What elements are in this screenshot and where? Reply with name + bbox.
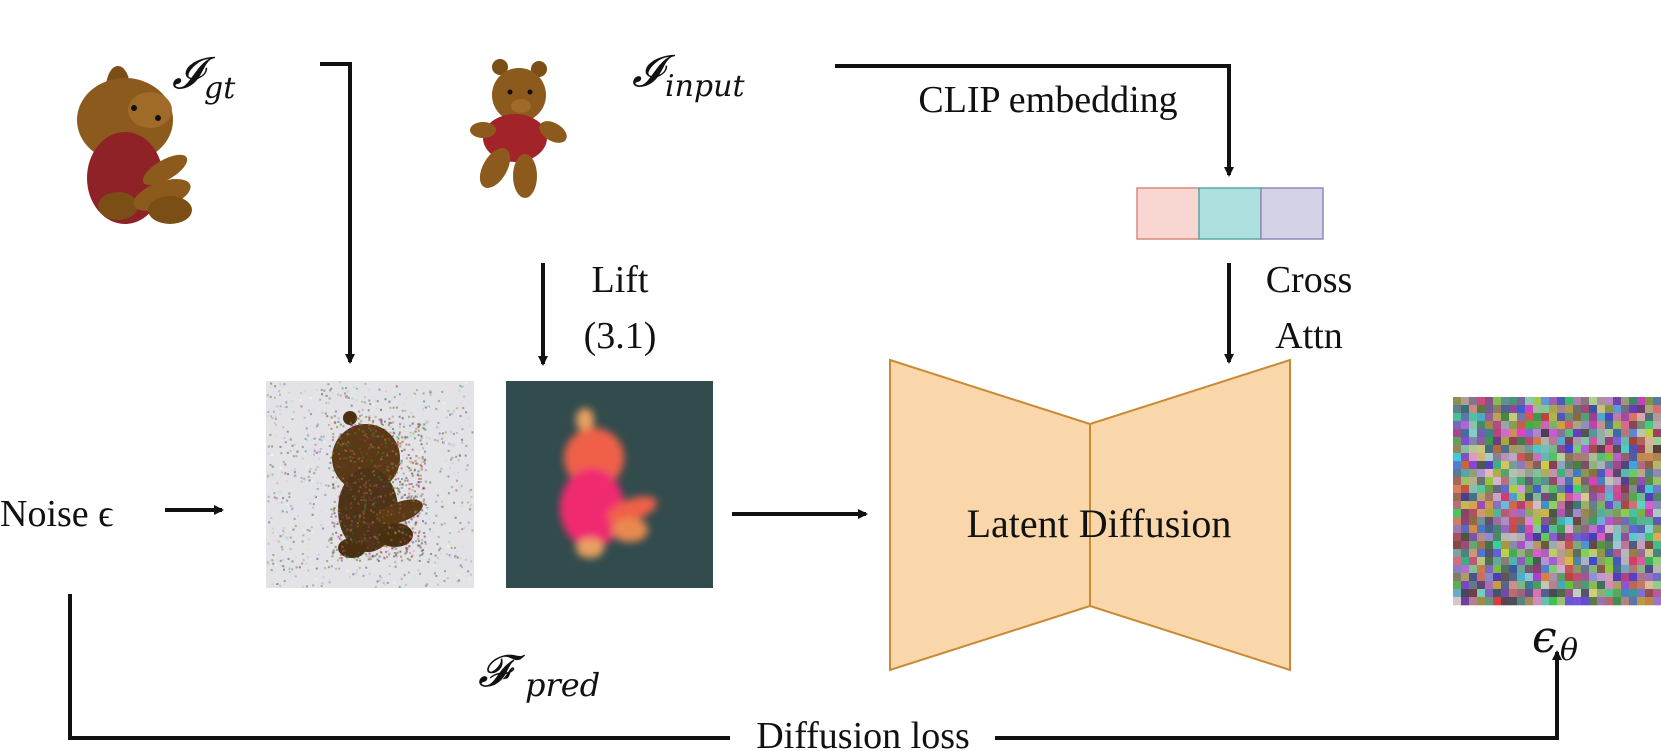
embedding-token-3	[1260, 187, 1324, 240]
clip-embedding-label: CLIP embedding	[918, 79, 1177, 121]
latent-diffusion-unet	[889, 358, 1291, 672]
diffusion-loss-path-right	[995, 650, 1562, 740]
diffusion-loss-label: Diffusion loss	[756, 715, 970, 751]
noise-label: Noise ϵ	[0, 493, 114, 535]
lift-section-label: (3.1)	[584, 315, 657, 357]
lift-label: Lift	[592, 259, 649, 301]
clip-embedding-tokens	[1136, 187, 1324, 240]
noisy-image	[266, 381, 474, 588]
feature-image	[506, 381, 713, 588]
latent-diffusion-label: Latent Diffusion	[967, 501, 1232, 546]
epsilon-theta-subscript: θ	[1560, 633, 1578, 668]
gt-to-noisy-arrow	[320, 62, 355, 364]
i-input-subscript: input	[665, 69, 745, 104]
embedding-token-2	[1198, 187, 1262, 240]
i-gt-subscript: gt	[204, 71, 236, 106]
epsilon-theta-symbol: ϵ	[1532, 612, 1557, 663]
f-pred-subscript: pred	[525, 666, 600, 704]
noise-prediction-image	[1453, 397, 1661, 606]
attn-label: Attn	[1275, 315, 1343, 357]
f-pred-symbol: 𝓕	[478, 646, 526, 697]
embedding-token-1	[1136, 187, 1200, 240]
clip-embedding-arrow	[835, 64, 1234, 177]
diffusion-loss-path-left	[68, 594, 730, 740]
unet-decoder	[1089, 358, 1291, 672]
teddy-bear-input-image	[470, 59, 567, 198]
cross-label: Cross	[1266, 259, 1353, 301]
teddy-bear-gt-image	[77, 66, 192, 224]
